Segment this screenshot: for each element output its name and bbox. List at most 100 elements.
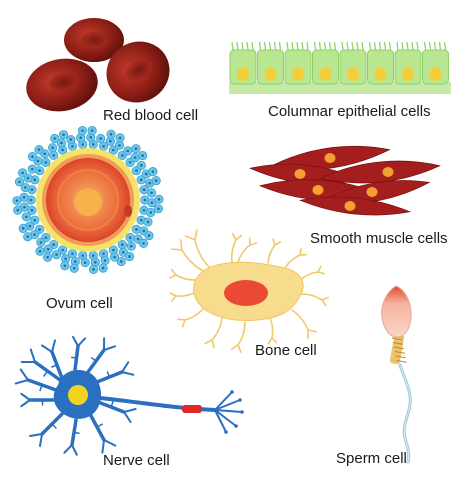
bone-process-branch — [231, 232, 237, 241]
follicle-nucleus — [121, 243, 124, 246]
sperm-head — [381, 285, 412, 338]
follicle-nucleus — [15, 199, 19, 202]
epithelial-cilium — [383, 41, 387, 51]
dendrite-branch — [71, 444, 78, 456]
epithelial-nucleus — [264, 67, 277, 81]
bone-cell-group — [168, 229, 329, 353]
bone-process-branch — [230, 344, 239, 351]
epithelial-cilium — [443, 41, 447, 51]
bone-process — [284, 254, 301, 269]
follicle-nucleus — [62, 133, 65, 136]
sperm-tail-core — [399, 364, 411, 463]
bone-process-branch — [194, 229, 198, 241]
dendrite-branch — [41, 344, 53, 353]
follicle-nucleus — [61, 148, 64, 152]
follicle-nucleus — [99, 137, 103, 140]
follicle-nucleus — [157, 198, 161, 201]
epithelial-cilium — [258, 41, 262, 51]
follicle-nucleus — [146, 220, 150, 224]
dendrite-twig — [51, 364, 58, 368]
epithelial-cilium — [341, 41, 344, 51]
dendrite-branch — [29, 433, 43, 437]
axon-terminal-branch — [214, 391, 233, 411]
follicle-nucleus — [38, 169, 41, 172]
epithelial-cilium — [396, 41, 399, 51]
epithelial-cilium — [433, 41, 437, 51]
dendrite-branch — [63, 444, 73, 454]
muscle-nucleus — [382, 167, 394, 177]
bone-process-branch — [170, 268, 177, 276]
dendrite-branch — [77, 337, 87, 347]
dendrite-twig — [110, 401, 114, 408]
epithelial-cilium — [246, 41, 249, 51]
label-sperm-cell: Sperm cell — [336, 450, 407, 467]
label-smooth-muscle-cells: Smooth muscle cells — [310, 230, 448, 247]
follicle-nucleus — [81, 254, 85, 257]
dendrite-twig — [39, 384, 43, 392]
epithelial-nucleus — [319, 67, 332, 81]
ovum-cell-group — [12, 125, 164, 274]
epithelial-cilium — [313, 41, 317, 51]
axon-terminal-bouton — [230, 390, 234, 394]
follicle-nucleus — [154, 179, 158, 182]
follicle-nucleus — [44, 236, 48, 239]
axon-terminal-branch — [214, 399, 241, 411]
epithelial-cilium — [356, 41, 359, 51]
follicle-nucleus — [21, 227, 25, 230]
follicle-nucleus — [81, 129, 84, 132]
epithelial-cilium — [378, 41, 382, 51]
sperm-midpiece-ring — [392, 342, 403, 345]
epithelial-cilium — [236, 41, 239, 51]
epithelial-cilium — [251, 41, 254, 51]
follicle-nucleus — [147, 234, 151, 237]
dendrite-branch — [51, 339, 56, 353]
follicle-nucleus — [30, 167, 34, 171]
follicle-nucleus — [71, 252, 74, 256]
dendrite-branch — [29, 348, 36, 363]
follicle-nucleus — [33, 178, 37, 182]
muscle-cell — [319, 160, 441, 184]
muscle-nucleus — [312, 185, 324, 195]
epithelial-cilium — [273, 41, 277, 51]
bone-process-branch — [317, 265, 322, 273]
epithelial-nucleus — [347, 67, 359, 81]
epithelial-cilium — [301, 41, 304, 51]
follicle-nucleus — [60, 141, 63, 145]
smooth-muscle-group — [249, 145, 441, 216]
follicle-nucleus — [28, 224, 32, 228]
follicle-nucleus — [79, 136, 83, 139]
follicle-nucleus — [109, 132, 113, 136]
follicle-nucleus — [118, 144, 121, 147]
follicle-nucleus — [102, 252, 105, 256]
label-ovum-cell: Ovum cell — [46, 295, 113, 312]
epithelial-cilium — [291, 41, 294, 51]
follicle-nucleus — [144, 172, 148, 176]
label-red-blood-cell: Red blood cell — [103, 107, 199, 124]
bone-process-branch — [171, 295, 177, 302]
follicle-nucleus — [46, 247, 50, 251]
label-bone-cell: Bone cell — [255, 342, 317, 359]
red-blood-cell-group — [26, 18, 170, 112]
follicle-nucleus — [93, 261, 97, 264]
bone-process — [194, 239, 211, 269]
sperm-midpiece-ring — [394, 351, 405, 354]
dendrite-branch — [19, 368, 29, 381]
follicle-nucleus — [121, 154, 124, 157]
follicle-nucleus — [139, 178, 143, 182]
epithelial-nucleus — [429, 67, 442, 81]
follicle-nucleus — [142, 188, 146, 192]
axon-terminal-bouton — [238, 398, 242, 402]
follicle-nucleus — [38, 250, 42, 253]
label-nerve-cell: Nerve cell — [103, 452, 170, 469]
bone-process — [291, 309, 309, 331]
bone-process-branch — [179, 239, 183, 251]
follicle-nucleus — [90, 129, 94, 132]
epithelial-cilium — [241, 41, 244, 51]
follicle-nucleus — [81, 143, 85, 146]
rbc-1-dimple — [81, 32, 107, 48]
dendrite-twig — [70, 356, 78, 359]
follicle-nucleus — [134, 147, 138, 150]
epithelial-base — [229, 82, 451, 94]
axon-terminal-bouton — [224, 430, 228, 434]
